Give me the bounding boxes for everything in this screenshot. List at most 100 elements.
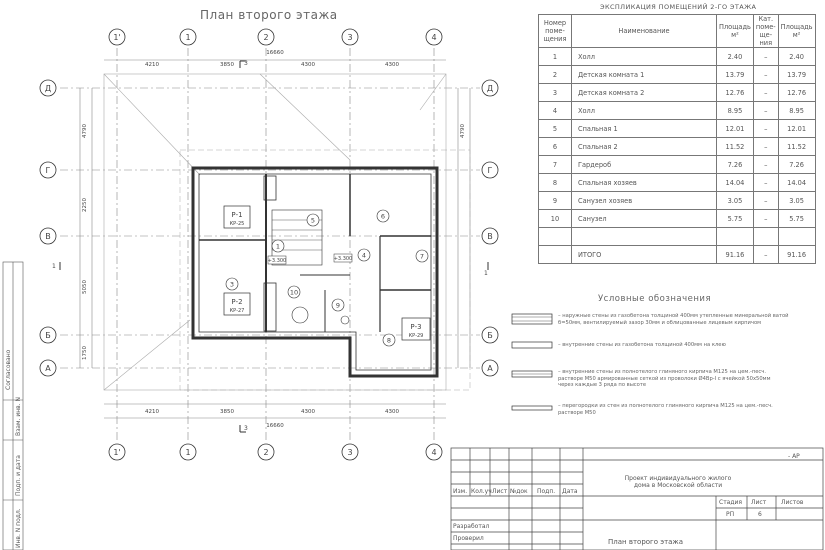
table-cell: – xyxy=(752,137,779,156)
stamp-col-podp: Подп. xyxy=(537,488,556,495)
stamp-col-kol: Кол.уч xyxy=(471,488,492,495)
table-cell: Спальная хозяев xyxy=(571,173,717,192)
table-cell: 4 xyxy=(538,101,572,120)
table-cell: Санузел хозяев xyxy=(571,191,717,210)
dim-right-0: 4790 xyxy=(460,124,466,138)
axis-right-1: Г xyxy=(488,166,493,175)
stamp-code: - АР xyxy=(788,453,800,460)
header-number: Номер поме- щения xyxy=(538,14,572,48)
axis-bottom-4: 4 xyxy=(431,448,436,457)
axis-bottom-3: 3 xyxy=(347,448,352,457)
dim-bottom-0: 4210 xyxy=(145,409,159,415)
riser-2-code: КР-27 xyxy=(230,308,245,314)
table-cell: Спальная 2 xyxy=(571,137,717,156)
dim-top-0: 4210 xyxy=(145,62,159,68)
table-cell xyxy=(538,245,572,264)
dim-bottom-2: 4300 xyxy=(301,409,315,415)
legend-item-4: – перегородки из стен из полнотелого гли… xyxy=(558,403,773,416)
table-cell: 5 xyxy=(538,119,572,138)
axis-top-2: 2 xyxy=(263,33,268,42)
stamp-role-dev: Разработал xyxy=(453,523,490,530)
dim-bottom-total: 16660 xyxy=(266,423,284,429)
table-cell xyxy=(538,227,572,246)
room-num-1: 1 xyxy=(276,243,280,251)
dim-top-total: 16660 xyxy=(266,50,284,56)
table-cell: 11.52 xyxy=(777,137,816,156)
table-cell xyxy=(716,227,754,246)
room-num-9: 9 xyxy=(336,302,340,310)
table-cell: 2 xyxy=(538,65,572,84)
table-cell: 14.04 xyxy=(777,173,816,192)
stamp-stage: РП xyxy=(726,511,735,518)
table-cell: Детская комната 1 xyxy=(571,65,717,84)
table-cell: 8.95 xyxy=(777,101,816,120)
table-row xyxy=(538,227,816,246)
riser-2-name: Р-2 xyxy=(231,298,242,306)
explication-table: Номер поме- щения Наименование Площадь м… xyxy=(538,14,816,264)
dim-left-3: 1750 xyxy=(82,346,88,360)
table-cell: 7.26 xyxy=(777,155,816,174)
table-cell: 1 xyxy=(538,47,572,66)
table-cell xyxy=(752,227,779,246)
table-cell xyxy=(571,227,717,246)
table-cell: 14.04 xyxy=(716,173,754,192)
axis-right-4: А xyxy=(487,364,493,373)
riser-3-name: Р-3 xyxy=(410,323,421,331)
table-cell: Спальная 1 xyxy=(571,119,717,138)
dim-left-0: 4790 xyxy=(82,124,88,138)
section-mark-left: 1 xyxy=(52,263,56,270)
stamp-col-izm: Изм. xyxy=(453,488,468,495)
dim-bottom-1: 3850 xyxy=(220,409,234,415)
side-label-sign: Подп. и дата xyxy=(15,455,22,496)
table-cell: 12.76 xyxy=(716,83,754,102)
table-cell: 7.26 xyxy=(716,155,754,174)
stamp-col-data: Дата xyxy=(562,488,578,495)
table-cell: 12.76 xyxy=(777,83,816,102)
table-cell: Холл xyxy=(571,47,717,66)
table-cell: 9 xyxy=(538,191,572,210)
table-cell: Санузел xyxy=(571,209,717,228)
axis-left-3: Б xyxy=(45,331,51,340)
level-mark-2: +3.300 xyxy=(334,256,353,262)
table-cell: 10 xyxy=(538,209,572,228)
stamp-col-doc: №док xyxy=(510,488,528,495)
header-name: Наименование xyxy=(571,14,717,48)
stamp-sheet: 6 xyxy=(758,511,762,518)
table-cell: – xyxy=(752,47,779,66)
room-num-8: 8 xyxy=(387,337,391,345)
legend-item-3: – внутренние стены из полнотелого глинян… xyxy=(558,369,771,388)
axis-left-2: В xyxy=(45,232,51,241)
dim-top-1: 3850 xyxy=(220,62,234,68)
table-cell: – xyxy=(752,245,779,264)
table-cell: 13.79 xyxy=(777,65,816,84)
level-mark-1: +3.300 xyxy=(268,258,287,264)
legend-title: Условные обозначения xyxy=(598,294,712,304)
dim-top-3: 4300 xyxy=(385,62,399,68)
table-cell: Холл xyxy=(571,101,717,120)
section-mark-right: 1 xyxy=(484,270,488,277)
stamp-project: Проект индивидуального жилого дома в Мос… xyxy=(624,475,732,489)
table-cell: 2.40 xyxy=(716,47,754,66)
dim-top-2: 4300 xyxy=(301,62,315,68)
header-area: Площадь м² xyxy=(716,14,754,48)
stamp-sheets-label: Листов xyxy=(781,499,804,506)
section-mark-top: 3 xyxy=(244,60,248,67)
dim-left-1: 2250 xyxy=(82,198,88,212)
table-cell: 12.01 xyxy=(777,119,816,138)
axis-bottom-1: 1 xyxy=(185,448,190,457)
axis-top-1: 1 xyxy=(185,33,190,42)
table-cell: – xyxy=(752,191,779,210)
axis-top-0: 1' xyxy=(113,33,120,42)
room-num-4: 4 xyxy=(362,252,366,260)
table-cell: 3.05 xyxy=(777,191,816,210)
table-cell: 12.01 xyxy=(716,119,754,138)
stamp-sheet-title: План второго этажа xyxy=(608,538,684,546)
